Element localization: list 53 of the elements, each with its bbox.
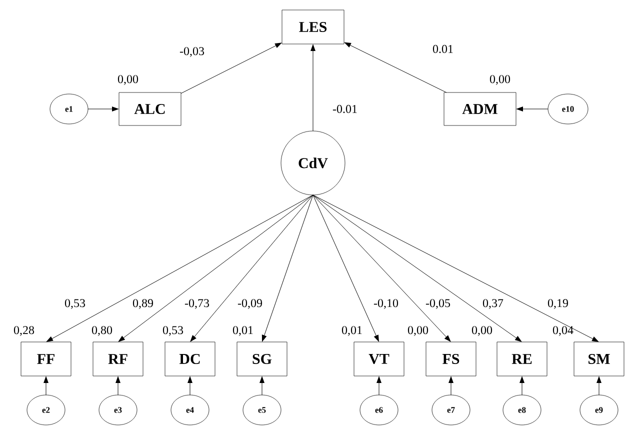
r-squared-value: 0,80 xyxy=(92,326,112,336)
r-squared-value: 0,53 xyxy=(162,326,184,336)
r-squared-value: 0,00 xyxy=(408,326,428,336)
r-squared-value: 0,00 xyxy=(490,75,510,85)
arrow xyxy=(312,194,379,342)
variable-box: FS xyxy=(426,342,476,376)
arrow xyxy=(344,42,447,93)
path-coefficient: -0,03 xyxy=(178,46,206,58)
r-squared-value: 0,01 xyxy=(342,326,362,336)
arrow xyxy=(262,194,314,342)
arrow xyxy=(312,194,522,342)
arrow xyxy=(376,376,382,396)
variable-box: SG xyxy=(236,342,288,376)
arrow xyxy=(88,106,119,112)
variable-box: RF xyxy=(92,342,144,376)
arrow xyxy=(312,194,451,342)
variable-box: ALC xyxy=(118,92,182,126)
r-squared-value: 0,00 xyxy=(472,326,492,336)
path-coefficient: -0,10 xyxy=(372,298,400,310)
path-coefficient: -0,73 xyxy=(184,298,210,310)
path-coefficient: 0.01 xyxy=(432,44,454,54)
variable-box: VT xyxy=(354,342,404,376)
variable-box: ADM xyxy=(444,92,516,126)
path-coefficient: -0,09 xyxy=(236,298,264,310)
variable-box: RE xyxy=(496,342,548,376)
arrow xyxy=(310,44,316,132)
arrow xyxy=(118,194,314,342)
arrow xyxy=(44,376,48,396)
path-coefficient: 0,89 xyxy=(132,298,154,310)
variable-box: SM xyxy=(574,342,624,376)
arrow xyxy=(448,376,454,396)
path-coefficient: -0,05 xyxy=(424,298,452,310)
arrow xyxy=(188,376,192,396)
arrow xyxy=(596,376,602,396)
path-coefficient: 0,19 xyxy=(546,298,570,310)
arrow xyxy=(180,42,282,94)
arrow xyxy=(190,194,314,342)
variable-box: DC xyxy=(164,342,216,376)
arrow xyxy=(260,376,264,396)
arrow xyxy=(116,376,120,396)
path-coefficient: 0,53 xyxy=(64,298,86,310)
variable-box: FF xyxy=(20,342,72,376)
r-squared-value: 0,04 xyxy=(552,326,574,336)
r-squared-value: 0,28 xyxy=(14,326,34,336)
r-squared-value: 0,00 xyxy=(118,75,138,85)
arrow xyxy=(46,194,314,342)
variable-box: LES xyxy=(282,10,344,44)
r-squared-value: 0,01 xyxy=(232,326,253,336)
arrow xyxy=(312,194,599,342)
arrow xyxy=(520,376,524,396)
path-coefficient: -0.01 xyxy=(332,104,358,114)
path-coefficient: 0,37 xyxy=(482,298,504,310)
arrow xyxy=(516,106,548,112)
